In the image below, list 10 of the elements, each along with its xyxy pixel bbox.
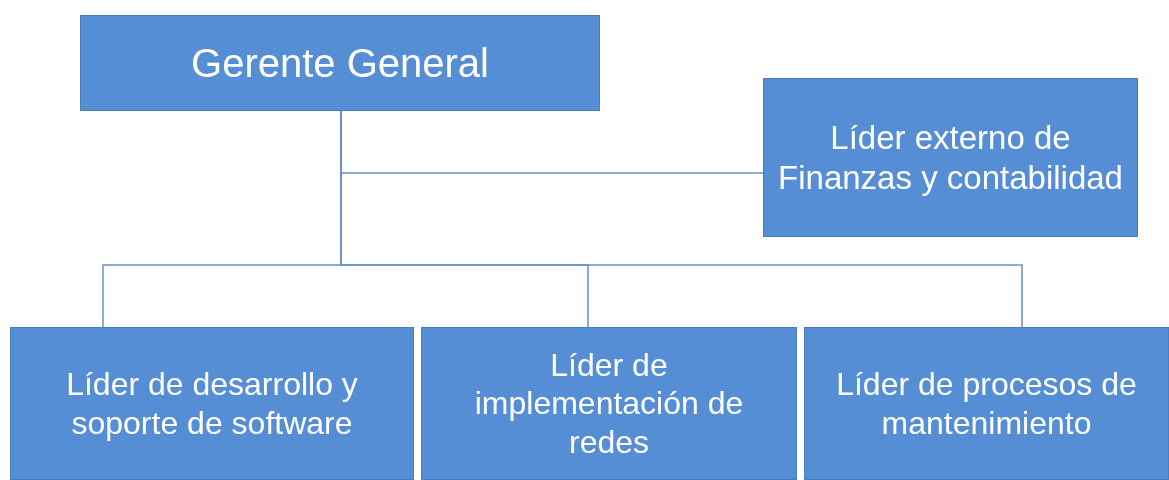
role-title: Líder de procesos de mantenimiento [835,365,1138,442]
org-box [10,327,414,480]
org-box [804,327,1169,480]
org-box [763,78,1138,237]
role-title: Líder de implementación de redes [473,345,745,462]
org-box [80,15,600,111]
role-title: Gerente General [191,40,489,87]
role-title: Líder de desarrollo y soporte de software [65,365,359,442]
role-title: Líder externo de Finanzas y contabilidad [777,117,1124,198]
org-box [421,327,797,480]
